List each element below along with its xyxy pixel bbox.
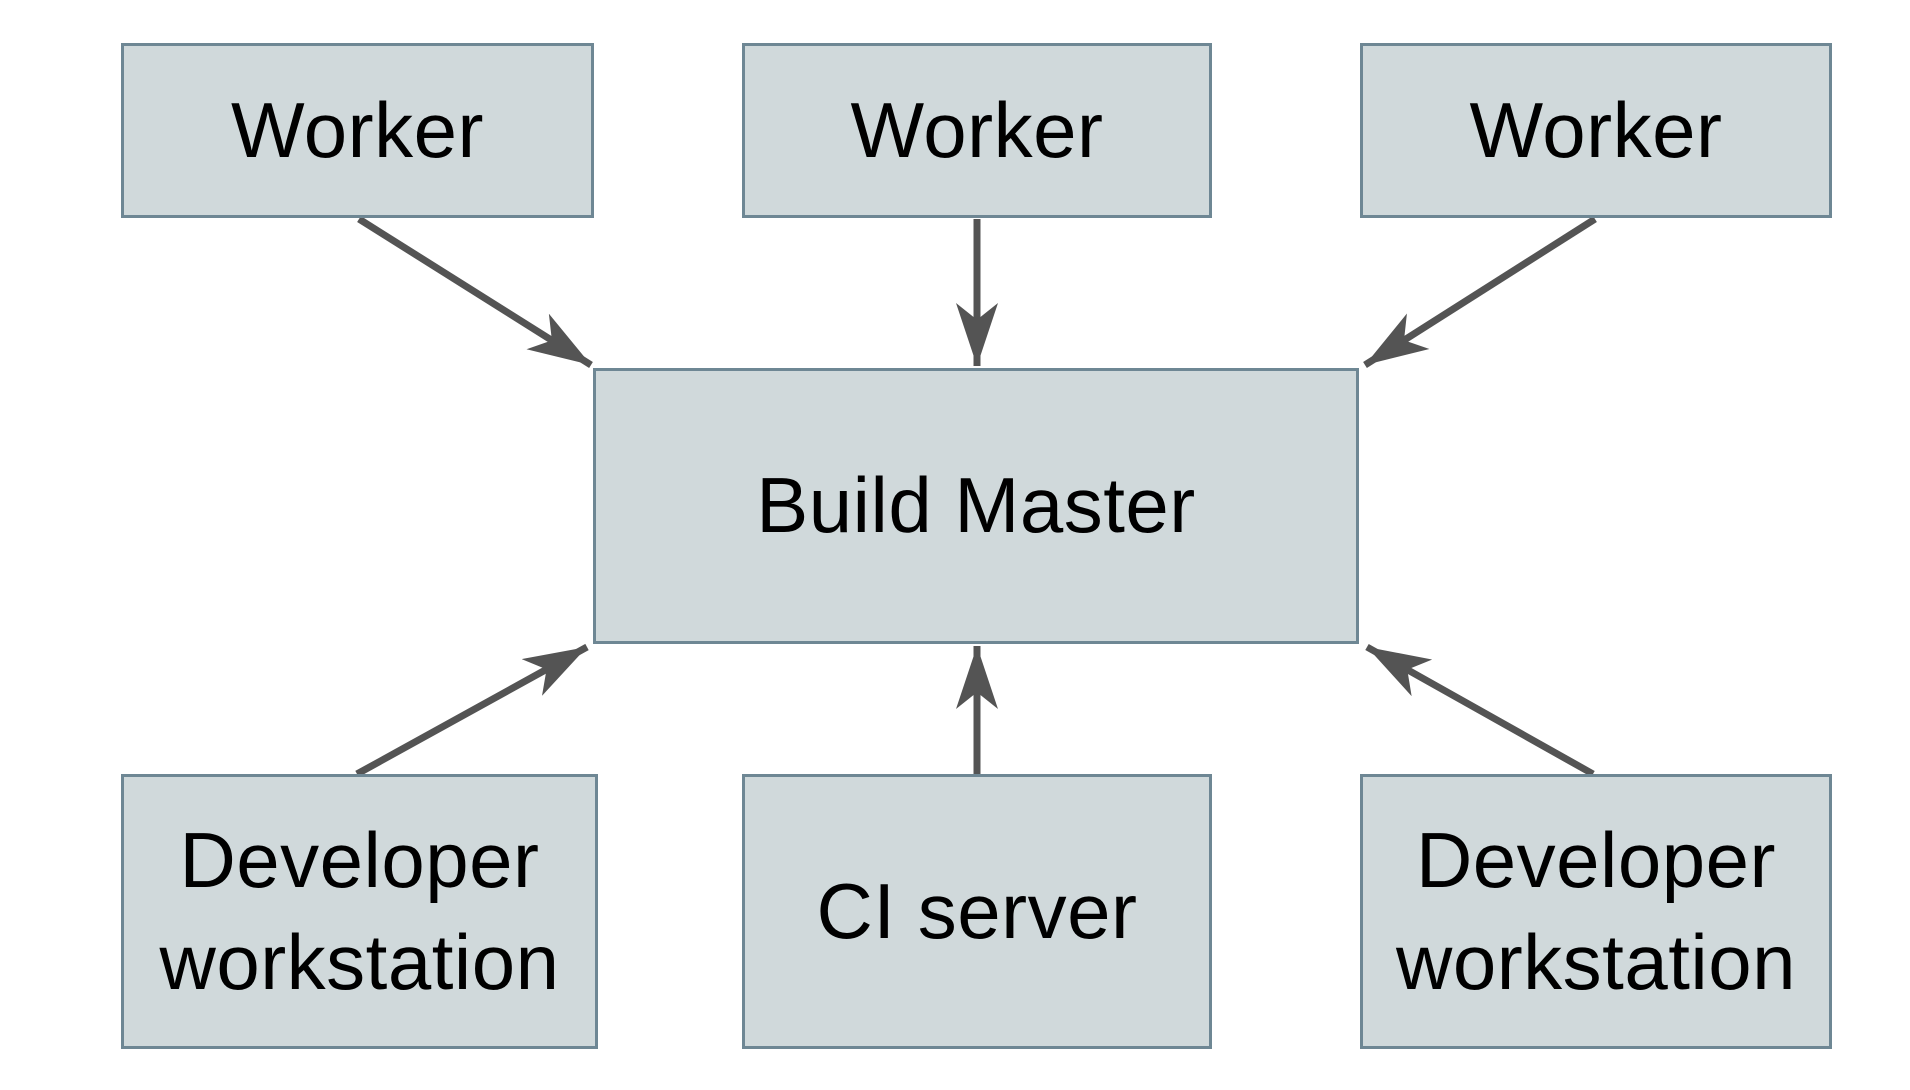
node-build-master: Build Master (593, 368, 1359, 644)
node-dev-workstation-left: Developer workstation (121, 774, 598, 1049)
node-worker-2: Worker (742, 43, 1212, 218)
arrow-worker-1-to-build-master (357, 216, 593, 368)
arrow-dev-workstation-right-to-build-master (1365, 643, 1595, 778)
node-label: Developer workstation (159, 816, 560, 1006)
node-label: Developer workstation (1396, 816, 1796, 1006)
node-label: CI server (816, 866, 1138, 955)
node-worker-1: Worker (121, 43, 594, 218)
node-label: Worker (231, 85, 484, 174)
node-dev-workstation-right: Developer workstation (1360, 774, 1832, 1049)
node-label: Worker (1469, 85, 1723, 174)
arrow-dev-workstation-left-to-build-master (355, 643, 589, 778)
node-worker-3: Worker (1360, 43, 1832, 218)
node-ci-server: CI server (742, 774, 1212, 1049)
node-label: Build Master (756, 461, 1196, 550)
arrow-worker-3-to-build-master (1363, 216, 1597, 368)
node-label: Worker (850, 85, 1104, 174)
